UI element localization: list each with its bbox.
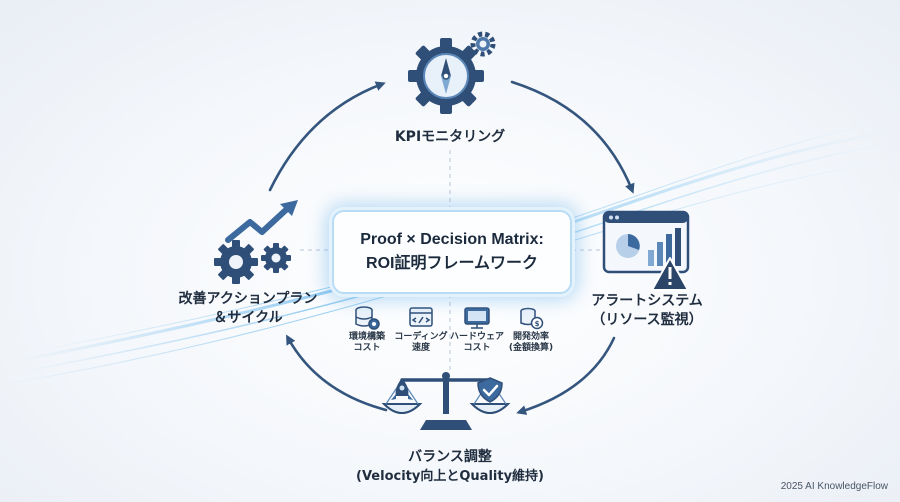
monitor-icon (464, 307, 490, 329)
metric-label-line1: 環境構築 (348, 332, 385, 342)
arrow-left-to-top (268, 81, 386, 192)
compass-gear-icon (408, 31, 496, 114)
metric-label-line1: ハードウェア (449, 332, 504, 342)
metric-hardware-cost: ハードウェア コスト (442, 332, 512, 354)
metric-icons: $ (355, 306, 544, 330)
framework-title-line1: Proof × Decision Matrix: (360, 231, 544, 248)
metric-label-line1: 開発効率 (512, 332, 549, 342)
gears-growth-arrow-icon (214, 200, 298, 284)
metric-label-line2: コスト (353, 343, 381, 353)
arrow-bottom-to-left (286, 334, 388, 412)
footer-credit: 2025 AI KnowledgeFlow (780, 481, 888, 492)
step-bottom-label-line2: (Velocity向上とQuality維持) (356, 469, 544, 484)
database-gear-icon (355, 306, 380, 330)
step-alert-system-label: アラートシステム （リソース監視） (582, 292, 712, 330)
arrow-right-to-bottom (516, 336, 616, 415)
step-balance-label: バランス調整 (Velocity向上とQuality維持) (340, 448, 560, 486)
framework-title-line2: ROI証明フレームワーク (366, 255, 538, 272)
step-top-label: KPIモニタリング (394, 129, 506, 145)
metric-coding-speed: コーディング 速度 (386, 332, 456, 354)
metric-label-line2: 速度 (411, 343, 430, 353)
step-left-label-line1: 改善アクションプラン (178, 291, 318, 307)
metric-label-line2: コスト (463, 343, 491, 353)
metric-label-line2: (金額換算) (508, 343, 554, 353)
dashboard-warning-icon (602, 210, 690, 291)
shield-check-icon (477, 377, 503, 403)
svg-text:$: $ (535, 320, 540, 328)
metric-label-line1: コーディング (394, 332, 448, 342)
step-improvement-label: 改善アクションプラン ＆サイクル (168, 290, 328, 328)
step-left-label-line2: ＆サイクル (213, 310, 283, 326)
step-right-label-line1: アラートシステム (591, 293, 703, 309)
metric-env-setup-cost: 環境構築 コスト (332, 332, 402, 354)
code-window-icon (409, 307, 433, 327)
cycle-arrows (268, 80, 635, 415)
step-bottom-label-line1: バランス調整 (408, 449, 492, 465)
step-kpi-monitoring-label: KPIモニタリング (370, 128, 530, 147)
step-right-label-line2: （リソース監視） (591, 312, 703, 328)
metric-dev-efficiency: 開発効率 (金額換算) (496, 332, 566, 354)
coins-icon: $ (520, 307, 544, 330)
arrow-top-to-right (510, 80, 635, 194)
rocket-icon (391, 378, 413, 400)
balance-scale-icon (381, 372, 511, 430)
framework-title-box: Proof × Decision Matrix: ROI証明フレームワーク (332, 210, 572, 294)
